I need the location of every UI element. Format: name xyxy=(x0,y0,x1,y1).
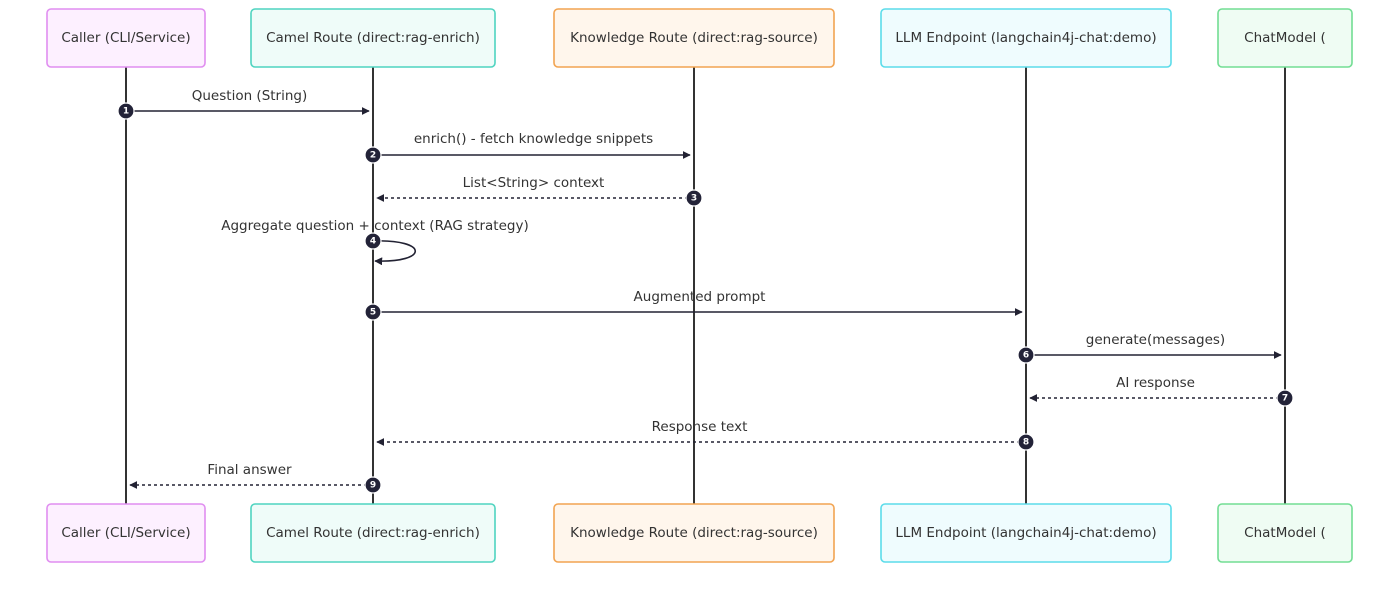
participant-label: Knowledge Route (direct:rag-source) xyxy=(570,30,818,46)
participant-label: LLM Endpoint (langchain4j-chat:demo) xyxy=(895,30,1156,46)
step-number: 6 xyxy=(1023,351,1029,361)
message-label: Question (String) xyxy=(192,88,308,104)
participant-label: ChatModel ( xyxy=(1244,30,1326,46)
participant-llm-bottom: LLM Endpoint (langchain4j-chat:demo) xyxy=(880,503,1172,563)
participant-box xyxy=(880,503,1172,563)
participant-llm-top: LLM Endpoint (langchain4j-chat:demo) xyxy=(880,8,1172,68)
step-number: 1 xyxy=(123,107,129,117)
participant-chatmodel-top: ChatModel ( xyxy=(1217,8,1353,68)
participant-label: Knowledge Route (direct:rag-source) xyxy=(570,525,818,541)
participants: Caller (CLI/Service) Caller (CLI/Service)… xyxy=(46,8,1353,563)
step-badge-circle xyxy=(1276,389,1294,407)
participant-box xyxy=(1217,8,1353,68)
participant-caller-top: Caller (CLI/Service) xyxy=(46,8,206,68)
step-badge-circle xyxy=(364,476,382,494)
step-number: 9 xyxy=(370,481,376,491)
step-badge: 4 xyxy=(364,232,382,250)
participant-caller-bottom: Caller (CLI/Service) xyxy=(46,503,206,563)
message-label: Final answer xyxy=(207,462,292,478)
step-badge: 6 xyxy=(1017,346,1035,364)
message-label: enrich() - fetch knowledge snippets xyxy=(414,131,653,147)
step-badge: 1 xyxy=(117,102,135,120)
participant-box xyxy=(1217,503,1353,563)
message-label: Aggregate question + context (RAG strate… xyxy=(221,218,528,234)
step-badge: 3 xyxy=(685,189,703,207)
messages: Question (String) 1 enrich() - fetch knowl… xyxy=(117,88,1294,494)
step-badge: 9 xyxy=(364,476,382,494)
step-badge-circle xyxy=(685,189,703,207)
participant-label: Caller (CLI/Service) xyxy=(61,30,190,46)
step-badge-circle xyxy=(1017,433,1035,451)
participant-knowledge-top: Knowledge Route (direct:rag-source) xyxy=(553,8,835,68)
step-badge-circle xyxy=(364,232,382,250)
message-label: generate(messages) xyxy=(1086,332,1225,348)
participant-camel-bottom: Camel Route (direct:rag-enrich) xyxy=(250,503,496,563)
participant-box xyxy=(880,8,1172,68)
message-3: List<String> context 3 xyxy=(376,175,703,207)
participant-box xyxy=(553,8,835,68)
participant-knowledge-bottom: Knowledge Route (direct:rag-source) xyxy=(553,503,835,563)
step-badge-circle xyxy=(364,146,382,164)
step-badge: 8 xyxy=(1017,433,1035,451)
participant-box xyxy=(250,8,496,68)
participant-box xyxy=(46,8,206,68)
message-arrow xyxy=(372,240,417,266)
participant-box xyxy=(46,503,206,563)
step-number: 3 xyxy=(691,194,697,204)
step-number: 8 xyxy=(1023,438,1029,448)
participant-label: Camel Route (direct:rag-enrich) xyxy=(266,30,480,46)
message-8: Response text 8 xyxy=(376,419,1035,451)
message-label: List<String> context xyxy=(463,175,605,191)
participant-box xyxy=(250,503,496,563)
step-number: 2 xyxy=(370,151,376,161)
message-5: Augmented prompt 5 xyxy=(364,289,1023,321)
participant-label: ChatModel ( xyxy=(1244,525,1326,541)
lifelines xyxy=(125,67,1286,504)
step-badge: 2 xyxy=(364,146,382,164)
participant-box xyxy=(553,503,835,563)
step-number: 4 xyxy=(370,237,376,247)
message-label: AI response xyxy=(1116,375,1195,391)
message-9: Final answer 9 xyxy=(129,462,382,494)
participant-chatmodel-bottom: ChatModel ( xyxy=(1217,503,1353,563)
message-2: enrich() - fetch knowledge snippets 2 xyxy=(364,131,691,164)
step-badge: 7 xyxy=(1276,389,1294,407)
message-4: Aggregate question + context (RAG strate… xyxy=(221,218,529,266)
participant-label: Caller (CLI/Service) xyxy=(61,525,190,541)
message-1: Question (String) 1 xyxy=(117,88,370,120)
step-badge-circle xyxy=(1017,346,1035,364)
message-6: generate(messages) 6 xyxy=(1017,332,1282,364)
participant-label: Camel Route (direct:rag-enrich) xyxy=(266,525,480,541)
step-badge: 5 xyxy=(364,303,382,321)
participant-camel-top: Camel Route (direct:rag-enrich) xyxy=(250,8,496,68)
step-badge-circle xyxy=(117,102,135,120)
step-number: 5 xyxy=(370,308,376,318)
message-label: Response text xyxy=(652,419,748,435)
message-7: AI response 7 xyxy=(1029,375,1294,407)
message-label: Augmented prompt xyxy=(634,289,766,305)
participant-label: LLM Endpoint (langchain4j-chat:demo) xyxy=(895,525,1156,541)
step-badge-circle xyxy=(364,303,382,321)
step-number: 7 xyxy=(1282,394,1288,404)
